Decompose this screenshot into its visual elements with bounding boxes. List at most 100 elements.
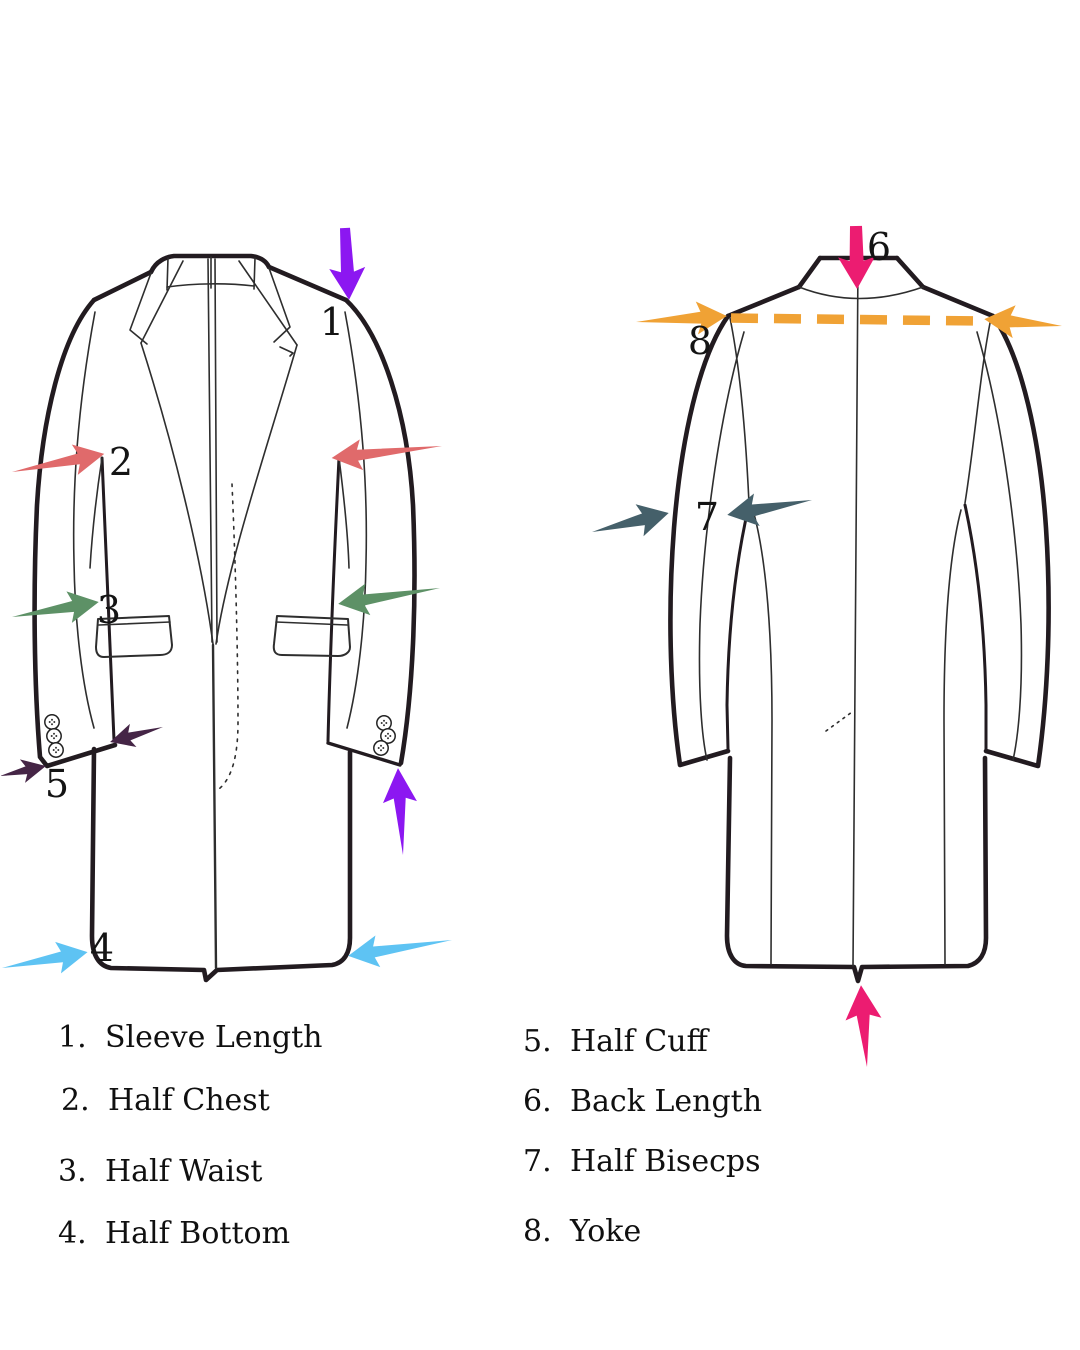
marker-7: 7 bbox=[694, 495, 720, 539]
front-fold-dashed-line bbox=[218, 483, 239, 790]
lapel-buttonhole bbox=[279, 346, 294, 357]
legend-number: 2. bbox=[61, 1083, 90, 1118]
right-armhole-seam bbox=[338, 457, 350, 569]
front-right-inner-sleeve bbox=[326, 456, 341, 743]
left-notch bbox=[129, 272, 152, 345]
legend-label: Half Waist bbox=[105, 1154, 263, 1189]
back-left-inner-sleeve bbox=[725, 503, 751, 751]
center-v-line-right bbox=[214, 258, 218, 643]
front-left-inner-sleeve bbox=[100, 456, 116, 742]
coat-back-details bbox=[698, 260, 1023, 967]
arrow-8-yoke-right bbox=[984, 305, 1062, 339]
right-notch bbox=[268, 267, 291, 343]
legend-item-back-length: 6. Back Length bbox=[523, 1084, 762, 1119]
legend-item-half-waist: 3. Half Waist bbox=[58, 1154, 262, 1189]
front-body-hem bbox=[89, 746, 353, 983]
back-right-panel-seam bbox=[943, 509, 962, 965]
legend-number: 6. bbox=[523, 1084, 552, 1119]
back-left-panel-seam bbox=[752, 509, 773, 965]
legend-item-half-cuff: 5. Half Cuff bbox=[523, 1024, 708, 1059]
arrow-2-half-chest-left bbox=[12, 444, 105, 475]
legend-label: Half Bottom bbox=[105, 1216, 291, 1251]
back-left-sleeve bbox=[668, 313, 731, 768]
left-sleeve-seam bbox=[72, 311, 96, 729]
front-right-sleeve bbox=[343, 297, 417, 766]
right-sleeve-seam bbox=[344, 311, 368, 729]
arrow-4-half-bottom-left bbox=[2, 941, 88, 974]
marker-4: 4 bbox=[89, 926, 115, 970]
back-right-blade-curve bbox=[976, 331, 1023, 761]
coat-front-outline bbox=[32, 253, 417, 983]
arrow-1-sleeve-length-up bbox=[382, 768, 417, 855]
back-right-shoulder bbox=[920, 284, 996, 319]
right-pocket-flap bbox=[272, 615, 351, 657]
legend-label: Yoke bbox=[570, 1214, 642, 1249]
arrow-3-half-waist-left bbox=[12, 591, 99, 623]
legend-number: 5. bbox=[523, 1024, 552, 1059]
back-left-blade-curve bbox=[698, 331, 745, 761]
center-back-seam bbox=[852, 260, 859, 967]
back-left-shoulder bbox=[725, 284, 802, 319]
front-left-shoulder bbox=[91, 269, 154, 303]
legend-item-sleeve-length: 1. Sleeve Length bbox=[58, 1020, 322, 1055]
back-collar-right bbox=[894, 255, 926, 290]
arrow-7-half-biceps-left bbox=[592, 504, 669, 537]
left-roll-line bbox=[140, 260, 184, 344]
arrow-4-half-bottom-right bbox=[348, 935, 452, 968]
legend-item-half-bottom: 4. Half Bottom bbox=[58, 1216, 290, 1251]
arrow-2-half-chest-right bbox=[331, 439, 442, 471]
arrow-1-sleeve-length-down bbox=[329, 227, 366, 300]
legend-item-yoke: 8. Yoke bbox=[523, 1214, 641, 1249]
legend-number: 1. bbox=[58, 1020, 87, 1055]
front-edge-line bbox=[211, 643, 218, 970]
left-lapel-edge bbox=[140, 342, 214, 645]
marker-6: 6 bbox=[866, 225, 892, 269]
back-right-armhole bbox=[964, 317, 992, 504]
coat-front-details bbox=[43, 256, 397, 970]
coat-back-outline bbox=[668, 255, 1051, 984]
legend-number: 8. bbox=[523, 1214, 552, 1249]
right-cuff-buttons bbox=[372, 714, 397, 757]
back-right-inner-sleeve bbox=[963, 503, 988, 751]
right-pocket-top-seam bbox=[275, 621, 348, 626]
left-pocket-flap bbox=[95, 615, 173, 658]
arrows bbox=[0, 225, 1062, 1067]
arrow-3-half-waist-right bbox=[338, 583, 440, 616]
front-right-cuff bbox=[326, 741, 402, 767]
front-left-sleeve bbox=[32, 297, 118, 769]
legend-label: Half Chest bbox=[108, 1083, 270, 1118]
marker-2: 2 bbox=[108, 440, 134, 484]
right-lapel-edge bbox=[215, 344, 298, 645]
legend-number: 3. bbox=[58, 1154, 87, 1189]
back-dashed-mark bbox=[825, 711, 853, 732]
legend-number: 7. bbox=[523, 1144, 552, 1179]
back-neckline bbox=[798, 286, 924, 300]
arrow-5-half-cuff-outer bbox=[0, 759, 46, 783]
arrow-8-yoke-left bbox=[636, 301, 727, 335]
back-body-hem bbox=[724, 755, 989, 984]
marker-5: 5 bbox=[44, 762, 70, 806]
marker-8: 8 bbox=[687, 319, 713, 363]
legend-label: Half Bisecps bbox=[570, 1144, 761, 1179]
legend-label: Sleeve Length bbox=[105, 1020, 323, 1055]
right-roll-line bbox=[238, 260, 298, 346]
arrow-6-back-length-up bbox=[845, 985, 882, 1067]
legend-item-half-biceps: 7. Half Bisecps bbox=[523, 1144, 760, 1179]
front-collar-top bbox=[148, 253, 272, 275]
center-v-line-left bbox=[207, 258, 213, 643]
marker-1: 1 bbox=[319, 300, 345, 344]
arrow-6-back-length-down bbox=[838, 225, 876, 289]
legend-label: Back Length bbox=[570, 1084, 763, 1119]
legend-item-half-chest: 2. Half Chest bbox=[61, 1083, 270, 1118]
arrow-5-half-cuff-inner bbox=[110, 723, 163, 747]
arrow-7-half-biceps-right bbox=[727, 493, 812, 526]
left-pocket-top-seam bbox=[98, 621, 171, 626]
left-armhole-seam bbox=[89, 457, 103, 569]
back-right-sleeve bbox=[983, 313, 1051, 769]
legend-label: Half Cuff bbox=[570, 1024, 708, 1059]
front-right-shoulder bbox=[266, 264, 349, 303]
legend-number: 4. bbox=[58, 1216, 87, 1251]
left-cuff-buttons bbox=[43, 713, 65, 759]
